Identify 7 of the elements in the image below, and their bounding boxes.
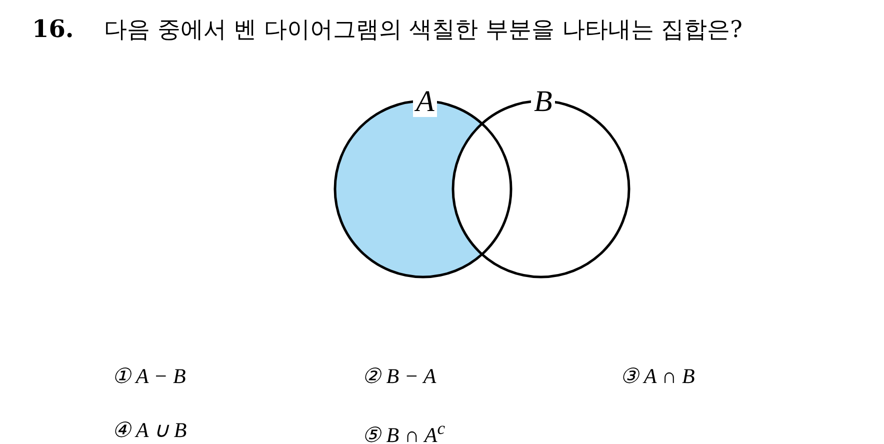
answer-choice: ③ A ∩ B bbox=[620, 364, 695, 389]
answer-choice: ① A − B bbox=[112, 364, 186, 389]
answer-choice: ⑤ B ∩ A$^{c}$ bbox=[362, 418, 445, 444]
answer-choice: ② B − A bbox=[362, 364, 436, 389]
question-text: 다음 중에서 벤 다이어그램의 색칠한 부분을 나타내는 집합은? bbox=[104, 16, 743, 45]
question-number: 16. bbox=[32, 14, 74, 43]
answer-choice: ④ A ∪ B bbox=[112, 418, 187, 443]
